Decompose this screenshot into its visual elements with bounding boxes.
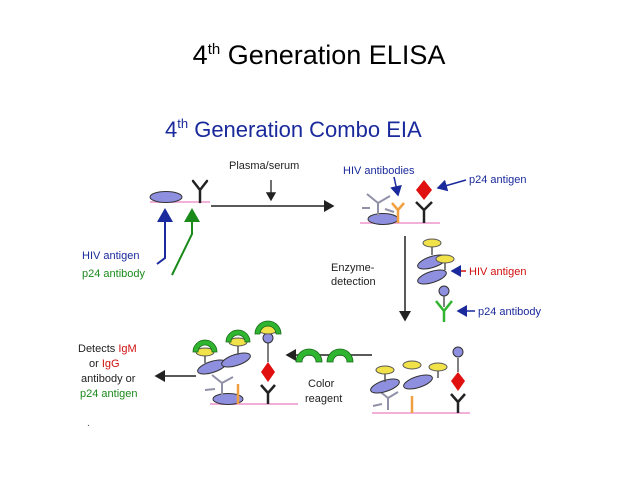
hiv-antibodies-pointer	[390, 176, 402, 197]
stage4-color-reaction	[192, 320, 298, 405]
label-p24-antigen: p24 antigen	[469, 174, 527, 186]
hiv-antigen-pointer	[156, 208, 173, 265]
label-p24-antibody-left: p24 antibody	[82, 268, 145, 280]
p24-antibody-pointer	[171, 208, 200, 276]
label-hiv-antibodies: HIV antibodies	[343, 165, 415, 177]
diagram-heading: 4th Generation Combo EIA	[165, 116, 422, 142]
label-detects: Detects IgM	[78, 343, 137, 355]
stage3-conjugates-bound	[370, 346, 470, 414]
stage1-plate	[149, 179, 210, 204]
color-reagent-drops	[295, 348, 354, 363]
label-plasma-serum: Plasma/serum	[229, 160, 299, 172]
enzyme-conjugates	[417, 238, 455, 322]
stage2-binding	[360, 180, 440, 225]
p24-antigen-pointer	[436, 179, 467, 192]
label-p24-antibody-right: p24 antibody	[478, 306, 541, 318]
label-p24-antigen-bottom: p24 antigen	[80, 388, 138, 400]
slide-title: 4th Generation ELISA	[192, 40, 446, 70]
label-reagent: reagent	[305, 393, 342, 405]
label-hiv-antigen-right: HIV antigen	[469, 266, 526, 278]
small-mark: .	[87, 418, 90, 429]
label-color: Color	[308, 378, 335, 390]
label-detection: detection	[331, 276, 376, 288]
label-antibody-or: antibody or	[81, 373, 136, 385]
label-hiv-antigen-left: HIV antigen	[82, 250, 139, 262]
label-or-igg: or IgG	[89, 358, 120, 370]
label-enzyme: Enzyme-	[331, 262, 375, 274]
